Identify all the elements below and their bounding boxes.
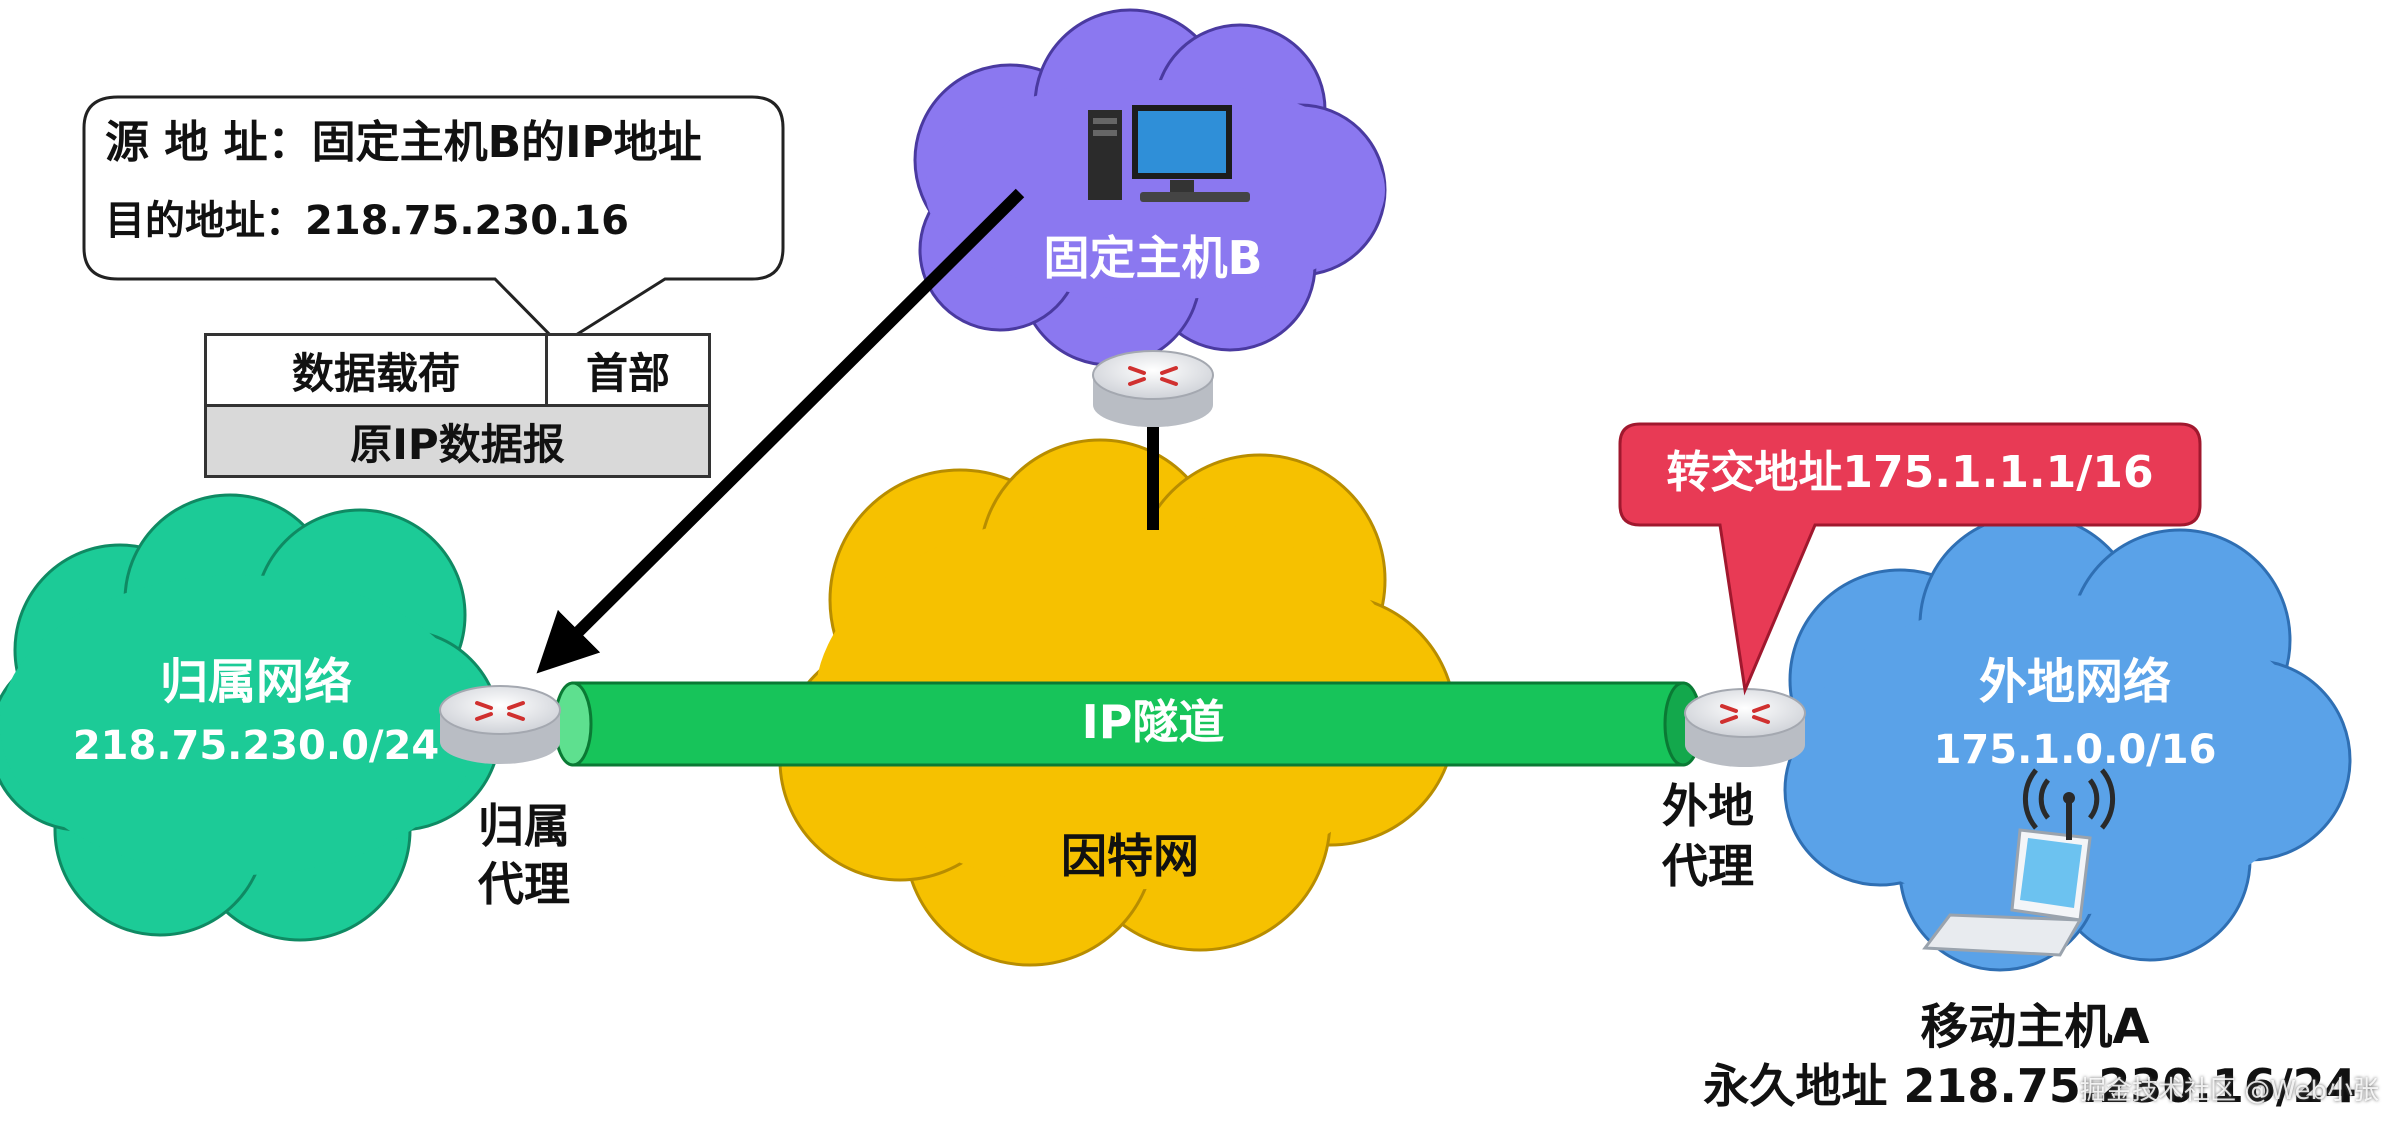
packet-header-cell: 首部	[545, 333, 711, 407]
packet-caption-cell: 原IP数据报	[204, 404, 711, 478]
mobile-host-permanent: 永久地址 218.75.230.16/24	[1703, 1059, 2357, 1113]
callout-bubble	[82, 95, 785, 347]
home-agent-label-2: 代理	[478, 857, 570, 911]
home-agent-router-icon	[439, 685, 561, 764]
care-of-label: 转交地址175.1.1.1/16	[1666, 447, 2154, 498]
callout-destination: 目的地址：218.75.230.16	[105, 198, 629, 244]
care-of-bubble	[1618, 422, 2202, 696]
packet-caption-text: 原IP数据报	[350, 419, 565, 469]
router-b-icon	[1092, 350, 1214, 427]
green-cloud	[0, 493, 502, 942]
forward-arrow	[536, 188, 1025, 674]
packet-payload-cell: 数据载荷	[204, 333, 548, 407]
computer-icon	[1088, 105, 1250, 202]
ip-tunnel	[553, 681, 1703, 767]
home-network-prefix: 218.75.230.0/24	[72, 723, 440, 769]
foreign-agent-router-icon	[1684, 688, 1806, 767]
tunnel-label: IP隧道	[1081, 695, 1225, 749]
callout-source: 源 地 址：固定主机B的IP地址	[105, 117, 702, 168]
purple-cloud	[913, 8, 1387, 367]
internet-label: 因特网	[1061, 829, 1199, 883]
mobile-host-name: 移动主机A	[1920, 999, 2150, 1055]
home-network-name: 归属网络	[159, 654, 353, 710]
packet-payload-text: 数据载荷	[291, 348, 460, 398]
foreign-network-prefix: 175.1.0.0/16	[1933, 727, 2217, 773]
fixed-host-label: 固定主机B	[1043, 231, 1263, 285]
foreign-network-name: 外地网络	[1978, 654, 2172, 710]
packet-header-text: 首部	[585, 348, 670, 398]
laptop-icon	[1922, 768, 2116, 957]
foreign-agent-label-2: 代理	[1662, 839, 1754, 893]
home-agent-label-1: 归属	[478, 799, 570, 853]
watermark: 掘金技术社区 @Web小张	[2080, 1076, 2379, 1106]
foreign-agent-label-1: 外地	[1662, 779, 1754, 833]
